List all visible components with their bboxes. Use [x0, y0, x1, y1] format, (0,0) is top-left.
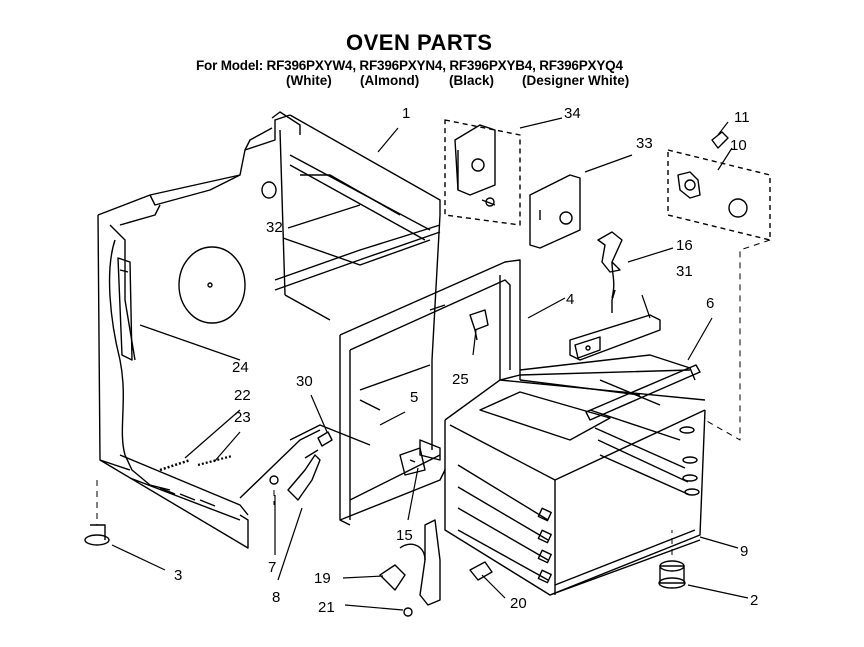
- oven-cavity-shell: [97, 111, 441, 549]
- diagram-title: OVEN PARTS: [346, 30, 493, 55]
- color-designer-white: (Designer White): [522, 73, 630, 88]
- color-almond: (Almond): [360, 73, 420, 88]
- igniter-part-31: [569, 289, 661, 361]
- callout-2: 2: [750, 592, 758, 609]
- callout-3: 3: [174, 567, 182, 584]
- callout-34: 34: [564, 105, 581, 122]
- callout-31: 31: [676, 263, 693, 280]
- bracket-part-34: [444, 119, 521, 226]
- callout-25: 25: [452, 371, 469, 388]
- callout-8: 8: [272, 589, 280, 606]
- callout-16: 16: [676, 237, 693, 254]
- callout-23: 23: [234, 409, 251, 426]
- callout-22: 22: [234, 387, 251, 404]
- small-parts: [84, 309, 686, 617]
- callout-6: 6: [706, 295, 714, 312]
- oven-rack-assembly: [444, 354, 706, 596]
- callout-30: 30: [296, 373, 313, 390]
- callout-24: 24: [232, 359, 249, 376]
- callout-21: 21: [318, 599, 335, 616]
- callout-19: 19: [314, 570, 331, 587]
- callout-1: 1: [402, 105, 410, 122]
- callout-7: 7: [268, 559, 276, 576]
- model-line: For Model: RF396PXYW4, RF396PXYN4, RF396…: [196, 58, 623, 73]
- front-face-frame: [339, 259, 521, 526]
- dashed-guide-lines: [96, 239, 771, 555]
- leader-lines: [111, 117, 749, 611]
- callout-9: 9: [740, 543, 748, 560]
- callout-11: 11: [734, 109, 750, 126]
- callout-20: 20: [510, 595, 527, 612]
- callout-10: 10: [730, 137, 747, 154]
- color-black: (Black): [449, 73, 495, 88]
- callout-4: 4: [566, 291, 574, 308]
- callout-15: 15: [396, 527, 413, 544]
- knob-assembly-part-10-11: [667, 131, 771, 241]
- callout-33: 33: [636, 135, 653, 152]
- callout-labels: 1 2 3 4 5 6 7 8 9 10 11 15 16 19 20 21 2…: [174, 105, 758, 616]
- callout-32: 32: [266, 219, 283, 236]
- callout-5: 5: [410, 389, 418, 406]
- bracket-part-33: [529, 174, 581, 249]
- tube-part-16: [597, 231, 623, 299]
- color-white: (White): [286, 73, 332, 88]
